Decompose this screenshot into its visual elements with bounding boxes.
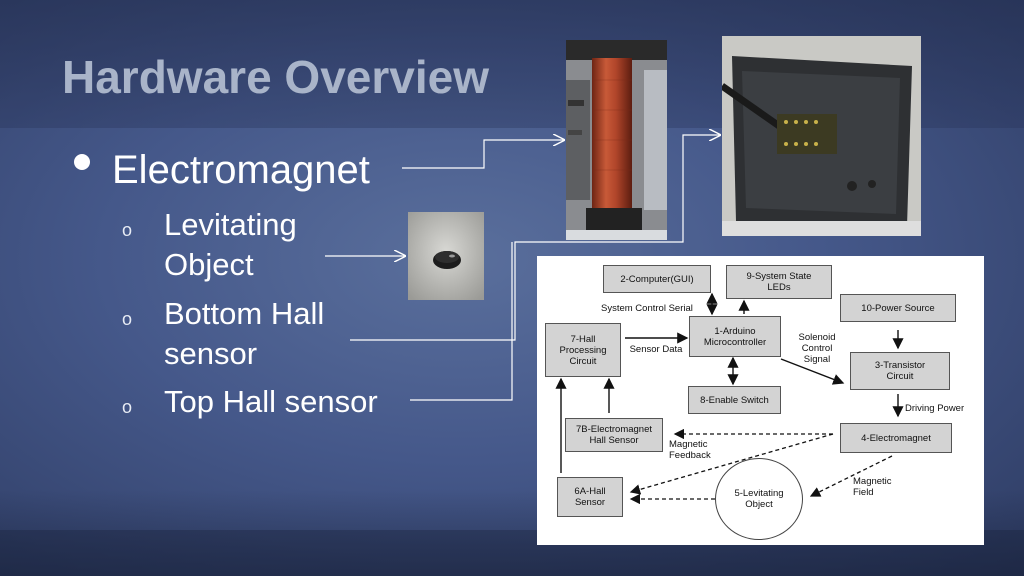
label-sensor-data: Sensor Data	[629, 344, 683, 355]
label-magnetic-field: Magnetic Field	[853, 476, 892, 498]
connector-bottom-hall	[350, 135, 720, 341]
block-system-state-leds: 9-System State LEDs	[726, 265, 832, 299]
block-hall-processing-circuit: 7-Hall Processing Circuit	[545, 323, 621, 377]
block-computer-gui: 2-Computer(GUI)	[603, 265, 711, 293]
block-enable-switch: 8-Enable Switch	[688, 386, 781, 414]
bullet-top-hall-sensor: Top Hall sensor	[164, 384, 378, 419]
label-driving-power: Driving Power	[905, 403, 965, 414]
block-levitating-object: 5-Levitating Object	[715, 458, 803, 540]
label-magnetic-feedback: Magnetic Feedback	[669, 439, 711, 461]
block-power-source: 10-Power Source	[840, 294, 956, 322]
label-solenoid-control-signal: Solenoid Control Signal	[798, 332, 836, 365]
top-hall-sensor-photo	[722, 36, 921, 236]
bullet-dot	[74, 154, 90, 170]
sub-bullet-marker: o	[122, 309, 133, 329]
electromagnet-coil-photo	[566, 40, 667, 240]
block-transistor-circuit: 3-Transistor Circuit	[850, 352, 950, 390]
slide-title: Hardware Overview	[62, 51, 490, 103]
block-arduino-microcontroller: 1-Arduino Microcontroller	[689, 316, 781, 357]
levitating-object-photo	[408, 212, 484, 300]
bullet-electromagnet: Electromagnet	[112, 148, 370, 192]
system-block-diagram: 2-Computer(GUI) 9-System State LEDs 10-P…	[537, 256, 984, 545]
connector-electromagnet	[402, 140, 564, 169]
block-hall-sensor-6a: 6A-Hall Sensor	[557, 477, 623, 517]
bullet-bottom-hall-sensor: Bottom Hall sensor	[164, 296, 325, 371]
block-electromagnet-hall-sensor: 7B-Electromagnet Hall Sensor	[565, 418, 663, 452]
label-system-control-serial: System Control Serial	[601, 303, 693, 314]
diagram-arrows	[555, 292, 904, 505]
sub-bullet-marker: o	[122, 220, 133, 240]
sub-bullet-marker: o	[122, 397, 133, 417]
connector-top-hall	[410, 242, 513, 401]
block-electromagnet: 4-Electromagnet	[840, 423, 952, 453]
bullet-levitating-object: Levitating Object	[164, 207, 297, 282]
